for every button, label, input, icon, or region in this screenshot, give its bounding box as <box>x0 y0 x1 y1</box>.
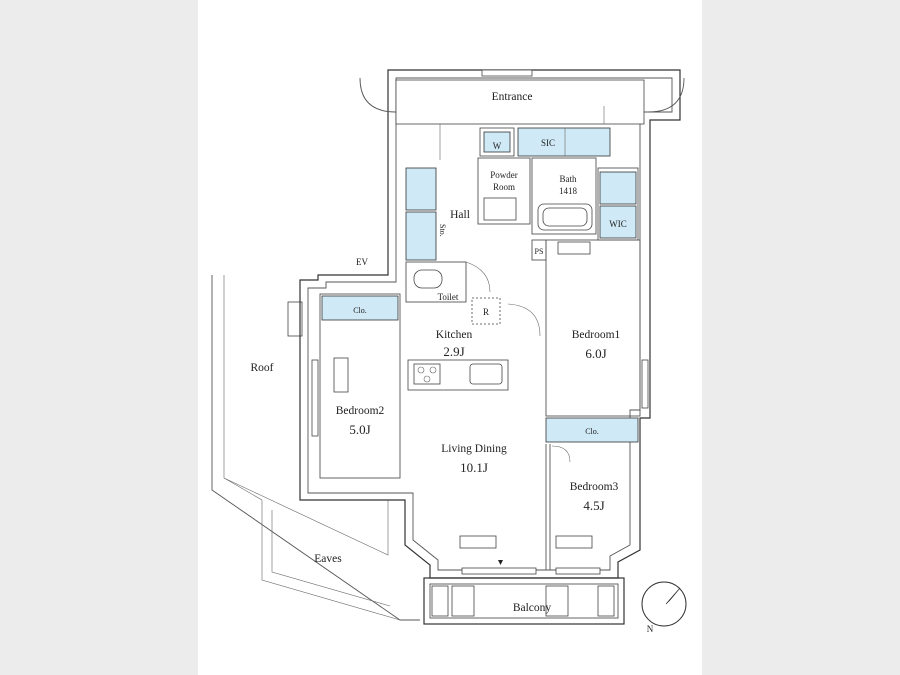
bedroom2-window <box>311 359 319 437</box>
bedroom2: Clo. Bedroom2 5.0J <box>311 293 401 479</box>
sto-label: Sto. <box>438 224 447 237</box>
clo2-label: Clo. <box>353 306 367 315</box>
kitchen: Kitchen 2.9J <box>407 303 541 391</box>
entrance-label: Entrance <box>492 91 533 103</box>
ps-label: PS <box>535 247 544 256</box>
bedroom2-label: Bedroom2 <box>336 405 385 417</box>
powder-room-label-2: Room <box>493 182 515 192</box>
bath-label-2: 1418 <box>559 186 578 196</box>
clo1-closet <box>545 417 639 443</box>
living-window <box>461 567 537 575</box>
balcony-unit-1 <box>431 585 449 617</box>
sic-cabinet <box>517 127 611 157</box>
wic: WIC <box>597 167 639 241</box>
kitchen-label: Kitchen <box>436 329 473 341</box>
living-label: Living Dining <box>441 443 507 455</box>
kitchen-area: 2.9J <box>443 344 464 359</box>
wic-shelf-bottom <box>599 205 637 239</box>
entry-marker <box>498 560 503 565</box>
kitchen-sink <box>469 363 503 385</box>
toilet-room: Toilet <box>405 261 491 303</box>
wash-basin <box>483 197 517 221</box>
wic-shelf-top <box>599 171 637 205</box>
bedroom1-window <box>641 359 649 409</box>
wic-label: WIC <box>609 219 627 229</box>
washer <box>483 131 511 153</box>
hall-label: Hall <box>450 209 470 221</box>
balcony-unit-2 <box>451 585 475 617</box>
living-ac <box>459 535 497 549</box>
hall: Sto. Hall <box>405 167 470 261</box>
powder-room-label-1: Powder <box>490 170 518 180</box>
toilet-bowl <box>413 269 443 289</box>
compass-north-icon: N <box>641 581 687 634</box>
clo1-label: Clo. <box>585 427 599 436</box>
roof-outline <box>211 275 420 621</box>
entrance-window <box>481 69 533 77</box>
balcony-label: Balcony <box>513 602 552 614</box>
bedroom1-ac <box>557 241 591 255</box>
bedroom1-label: Bedroom1 <box>572 329 621 341</box>
sto-storage <box>405 211 437 261</box>
bedroom3-label: Bedroom3 <box>570 481 619 493</box>
sic-storage: SIC W <box>479 127 611 157</box>
toilet-label: Toilet <box>438 292 459 302</box>
powder-bath: Powder Room Bath 1418 <box>477 157 597 235</box>
bedroom2-area: 5.0J <box>349 422 370 437</box>
roof-vent <box>287 301 303 337</box>
washer-label: W <box>493 141 502 151</box>
compass-label: N <box>647 624 654 634</box>
stove <box>413 363 441 385</box>
living-area: 10.1J <box>460 460 488 475</box>
entrance-zone: Entrance <box>359 69 685 160</box>
bedroom3: Bedroom3 4.5J <box>551 445 619 549</box>
eaves-label: Eaves <box>314 553 342 565</box>
ev-label: EV <box>356 257 368 267</box>
bath-label-1: Bath <box>560 174 577 184</box>
balcony-unit-3 <box>545 585 569 617</box>
balcony: Balcony <box>423 567 625 625</box>
living-dining: Living Dining 10.1J <box>441 443 551 570</box>
bedroom3-ac <box>555 535 593 549</box>
refrigerator: R <box>471 297 501 325</box>
bedroom3-window <box>555 567 601 575</box>
bedroom1-area: 6.0J <box>585 346 606 361</box>
balcony-unit-4 <box>597 585 615 617</box>
sic-label: SIC <box>541 138 555 148</box>
pipe-space: PS <box>531 239 547 261</box>
clo2-closet <box>321 295 399 321</box>
bedroom2-ac <box>333 357 349 393</box>
bedroom1: Bedroom1 6.0J Clo. <box>545 239 649 443</box>
refrigerator-label: R <box>483 307 489 317</box>
roof-label: Roof <box>251 362 274 374</box>
bedroom3-area: 4.5J <box>583 498 604 513</box>
shoe-storage-top <box>405 167 437 211</box>
